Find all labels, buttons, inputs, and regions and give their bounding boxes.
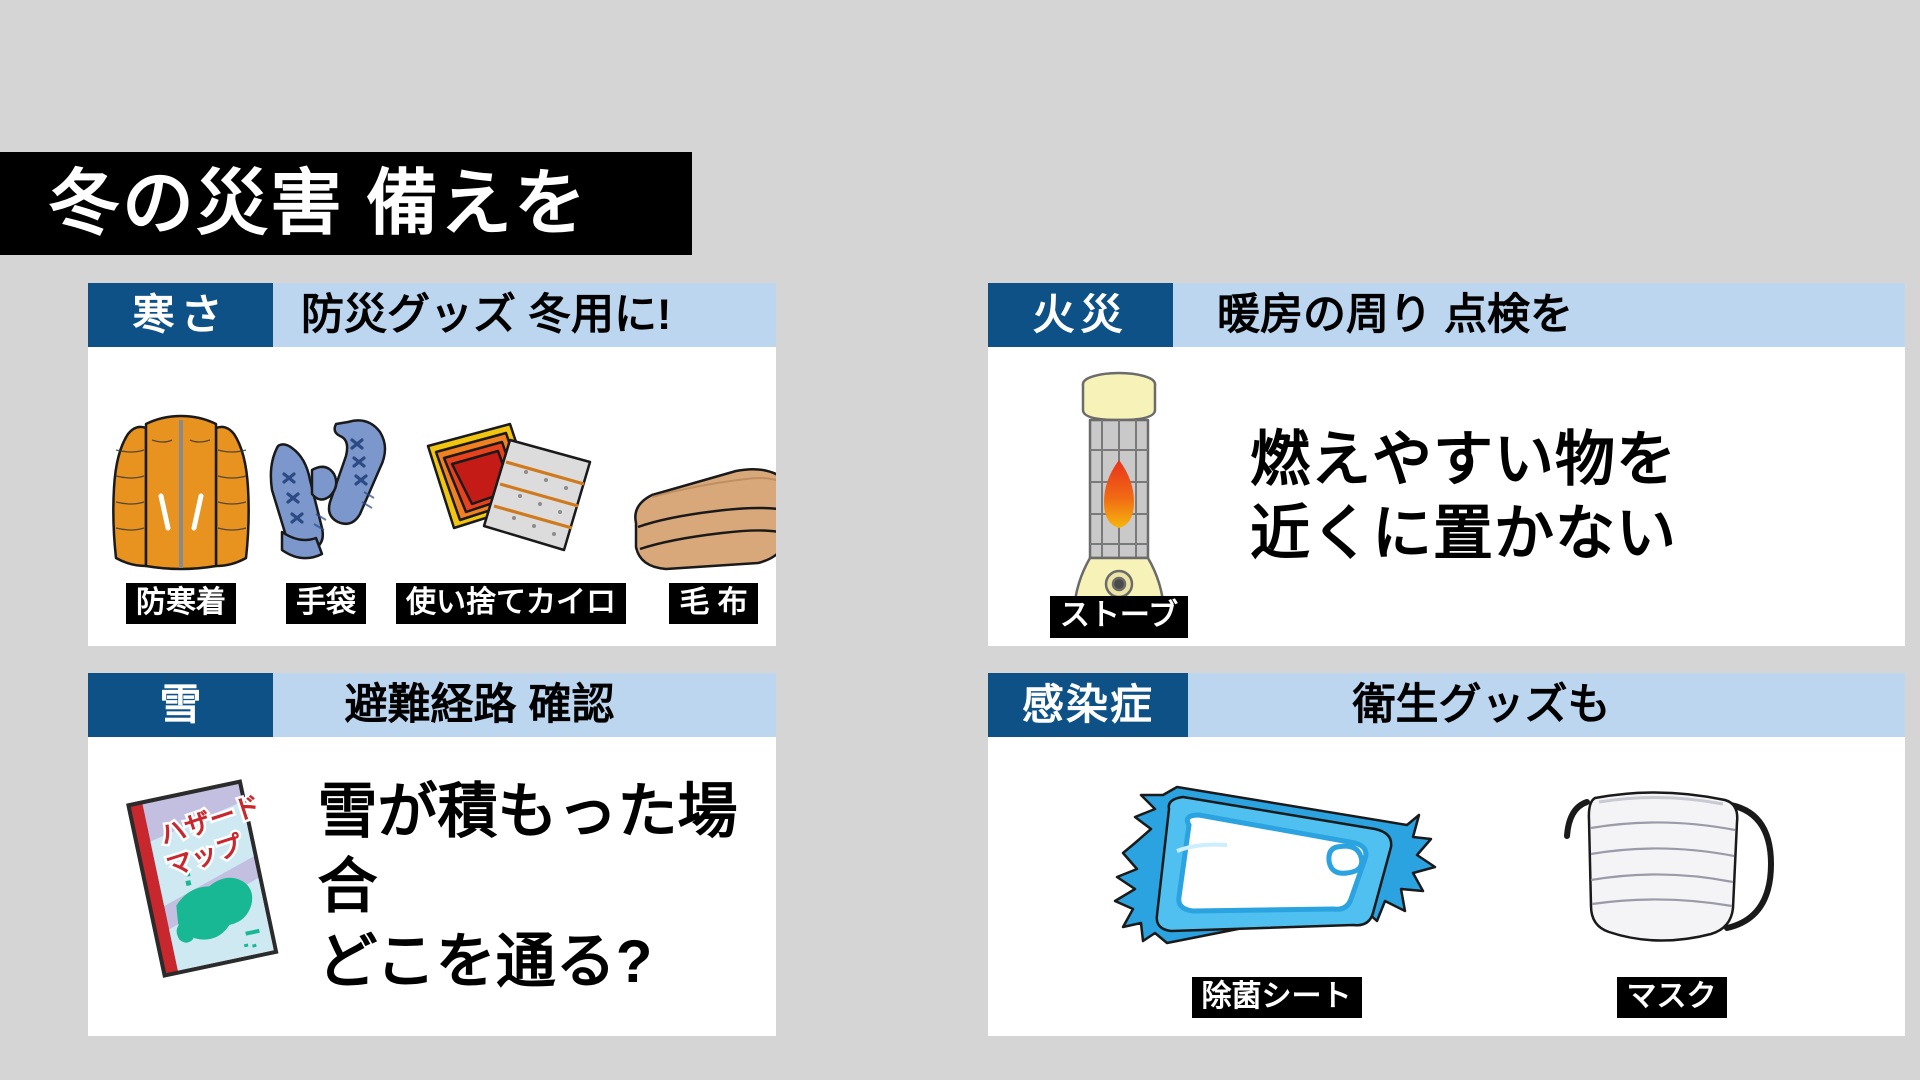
stove-heater-icon: ストーブ [1014, 362, 1224, 638]
cold-item-coat-label: 防寒着 [126, 582, 236, 624]
panel-cold: 寒さ 防災グッズ 冬用に! [88, 283, 776, 646]
panel-virus-heading: 衛生グッズも [1352, 680, 1611, 729]
fire-text-line2: 近くに置かない [1250, 499, 1677, 567]
panel-fire-heading: 暖房の周り 点検を [1217, 290, 1573, 339]
page-title: 冬の災害 備えを [48, 163, 589, 244]
panel-virus-badge: 感染症 [988, 673, 1188, 737]
winter-coat-icon [106, 407, 256, 575]
panel-fire-header: 火災 暖房の周り 点検を [988, 283, 1905, 347]
cold-item-heatpack: 使い捨てカイロ [396, 407, 626, 624]
snow-text-line2: どこを通る? [317, 928, 653, 995]
face-mask-icon [1557, 781, 1787, 971]
panel-virus-body: 除菌シート [988, 737, 1905, 1036]
panel-virus: 感染症 衛生グッズも 除菌シート [988, 673, 1905, 1036]
panel-snow-body: ハザード マップ 雪が積もった場合 どこを通る? [88, 737, 776, 1036]
blanket-icon [626, 407, 776, 575]
panel-virus-header: 感染症 衛生グッズも [988, 673, 1905, 737]
gloves-icon [256, 407, 396, 575]
cold-item-gloves: 手袋 [256, 407, 396, 624]
fire-item-stove-label: ストーブ [1049, 596, 1189, 638]
panel-snow: 雪 避難経路 確認 [88, 673, 776, 1036]
panel-fire-body: ストーブ 燃えやすい物を 近くに置かない [988, 347, 1905, 646]
panel-snow-body-text: 雪が積もった場合 どこを通る? [318, 774, 777, 999]
panel-snow-header: 雪 避難経路 確認 [88, 673, 776, 737]
panel-fire-body-text: 燃えやすい物を 近くに置かない [1250, 423, 1677, 569]
panel-cold-header: 寒さ 防災グッズ 冬用に! [88, 283, 776, 347]
panel-cold-badge: 寒さ [88, 283, 273, 347]
virus-item-mask-label: マスク [1616, 976, 1727, 1018]
hazard-map-booklet-icon: ハザード マップ [110, 772, 292, 1002]
cold-item-blanket: 毛 布 [626, 407, 776, 624]
cold-item-gloves-label: 手袋 [286, 582, 366, 624]
panel-cold-body: 防寒着 [88, 347, 776, 646]
sanitizing-wipes-icon [1107, 781, 1447, 971]
cold-item-blanket-label: 毛 布 [669, 582, 758, 624]
fire-text-line1: 燃えやすい物を [1250, 426, 1677, 494]
virus-item-wipes: 除菌シート [1107, 781, 1447, 1018]
panel-fire-badge: 火災 [988, 283, 1173, 347]
panel-snow-heading: 避難経路 確認 [344, 680, 615, 729]
panel-cold-heading: 防災グッズ 冬用に! [301, 290, 672, 339]
cold-item-coat: 防寒着 [106, 407, 256, 624]
heat-pack-icon [414, 407, 609, 575]
page-title-bar: 冬の災害 備えを [0, 152, 692, 255]
virus-item-mask: マスク [1557, 781, 1787, 1018]
panel-fire: 火災 暖房の周り 点検を [988, 283, 1905, 646]
snow-text-line1: 雪が積もった場合 [317, 778, 738, 920]
cold-item-heatpack-label: 使い捨てカイロ [396, 582, 626, 624]
panel-snow-badge: 雪 [88, 673, 273, 737]
virus-item-wipes-label: 除菌シート [1191, 976, 1362, 1018]
